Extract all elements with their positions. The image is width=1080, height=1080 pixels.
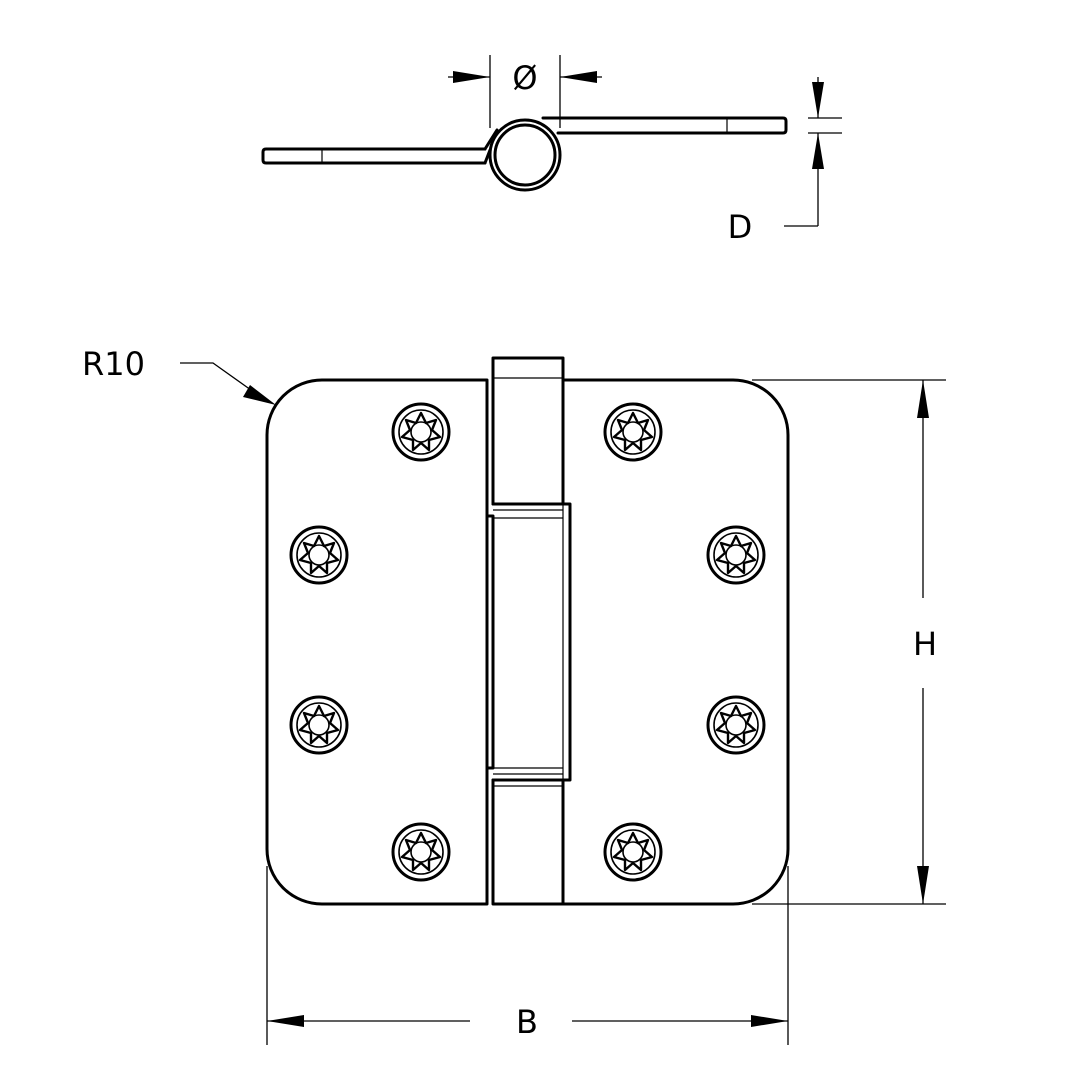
right-leaf-outline [561, 378, 790, 906]
thickness-arrow-bottom [812, 133, 824, 169]
left-leaf-profile [261, 147, 487, 165]
screw-icon [706, 525, 766, 585]
screw-icon [603, 402, 663, 462]
screw-icon [289, 525, 349, 585]
diameter-arrow-left [453, 71, 490, 83]
hinge-top-view [261, 116, 788, 192]
diameter-label: Ø [512, 59, 537, 97]
height-label: H [913, 625, 937, 663]
screw-icon [391, 822, 451, 882]
width-arrow-right [751, 1015, 788, 1027]
screw-icon [706, 695, 766, 755]
thickness-arrow-top [812, 82, 824, 118]
thickness-dimension: D [728, 77, 842, 246]
screw-icon [289, 695, 349, 755]
screw-icon [603, 822, 663, 882]
diameter-arrow-right [560, 71, 597, 83]
thickness-label: D [728, 208, 753, 246]
height-dimension: H [752, 379, 946, 905]
height-arrow-top [917, 380, 929, 418]
height-arrow-bottom [917, 866, 929, 904]
width-arrow-left [267, 1015, 304, 1027]
radius-label: R10 [82, 345, 145, 383]
knuckle-bottom [491, 778, 565, 906]
screw-holes [289, 402, 766, 882]
hinge-front-view [265, 356, 790, 906]
screw-icon [391, 402, 451, 462]
left-leaf-outline [265, 378, 495, 906]
radius-leader [180, 362, 259, 396]
diameter-dimension: Ø [448, 55, 602, 128]
radius-arrow [243, 385, 276, 405]
width-label: B [516, 1003, 538, 1041]
knuckle-outer-circle [488, 118, 562, 192]
knuckle-top [491, 356, 565, 506]
width-dimension: B [266, 866, 789, 1045]
pin-circle [493, 123, 557, 187]
right-leaf-profile [541, 116, 788, 135]
radius-callout: R10 [82, 345, 276, 405]
knuckle-middle [491, 502, 572, 782]
